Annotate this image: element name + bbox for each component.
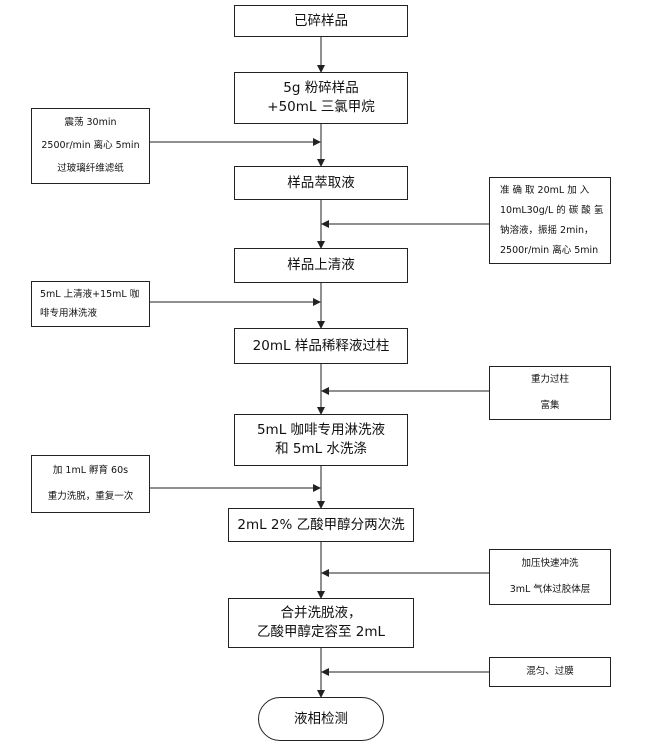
- note-line: 富集: [540, 400, 560, 411]
- step-line: 5g 粉碎样品: [283, 80, 359, 96]
- note-line: 混匀、过膜: [526, 666, 574, 677]
- note-line: 加压快速冲洗: [521, 558, 579, 569]
- note-line: 重力过柱: [530, 374, 569, 385]
- note-line: 过玻璃纤维滤纸: [57, 163, 124, 174]
- step-line: 已碎样品: [294, 12, 348, 29]
- step-line: 样品上清液: [287, 257, 355, 273]
- note-shake-centrifuge: 震荡 30min 2500r/min 离心 5min 过玻璃纤维滤纸: [31, 108, 150, 184]
- note-line: 震荡 30min: [64, 117, 117, 128]
- note-line: 啡专用淋洗液: [40, 307, 98, 319]
- step-wash: 5mL 咖啡专用淋洗液 和 5mL 水洗涤: [234, 414, 408, 466]
- note-line: 准 确 取 20mL 加 入: [500, 184, 590, 196]
- note-line: 2500r/min 离心 5min: [500, 244, 599, 256]
- note-pressure-flush: 加压快速冲洗 3mL 气体过胶体层: [489, 549, 611, 605]
- step-line: 和 5mL 水洗涤: [275, 441, 367, 457]
- step-line: 20mL 样品稀释液过柱: [252, 337, 390, 354]
- step-supernatant: 样品上清液: [234, 248, 408, 283]
- step-crushed-sample: 已碎样品: [234, 5, 408, 37]
- step-line: 液相检测: [294, 710, 348, 727]
- step-line: 乙酸甲醇定容至 2mL: [256, 624, 386, 640]
- step-line: 合并洗脱液，: [280, 605, 362, 621]
- step-column-loading: 20mL 样品稀释液过柱: [234, 328, 408, 364]
- note-gravity-column: 重力过柱 富集: [489, 366, 611, 420]
- note-incubate-elute: 加 1mL 孵育 60s 重力洗脱，重复一次: [31, 455, 150, 513]
- note-line: 3mL 气体过胶体层: [509, 584, 591, 595]
- step-line: 样品萃取液: [287, 174, 355, 191]
- step-line: 2mL 2% 乙酸甲醇分两次洗: [237, 516, 405, 533]
- note-line: 5mL 上清液+15mL 咖: [40, 288, 140, 300]
- step-line: 5mL 咖啡专用淋洗液: [256, 422, 386, 438]
- note-line: 加 1mL 孵育 60s: [52, 465, 129, 476]
- step-combine-eluate: 合并洗脱液， 乙酸甲醇定容至 2mL: [228, 598, 414, 648]
- note-line: 10mL30g/L 的 碳 酸 氢: [500, 204, 604, 216]
- note-line: 重力洗脱，重复一次: [47, 491, 134, 502]
- step-sample-extract: 样品萃取液: [234, 166, 408, 200]
- note-bicarbonate: 准 确 取 20mL 加 入 10mL30g/L 的 碳 酸 氢 钠溶液，振摇 …: [489, 177, 611, 264]
- step-lc-detection: 液相检测: [258, 697, 384, 741]
- step-elution: 2mL 2% 乙酸甲醇分两次洗: [228, 508, 414, 542]
- note-mix-filter: 混匀、过膜: [489, 657, 611, 687]
- note-line: 钠溶液，振摇 2min，: [500, 224, 594, 236]
- note-dilute-supernatant: 5mL 上清液+15mL 咖 啡专用淋洗液: [31, 281, 150, 327]
- note-line: 2500r/min 离心 5min: [41, 140, 140, 151]
- step-line: +50mL 三氯甲烷: [267, 99, 375, 115]
- step-chloroform-mix: 5g 粉碎样品 +50mL 三氯甲烷: [234, 72, 408, 124]
